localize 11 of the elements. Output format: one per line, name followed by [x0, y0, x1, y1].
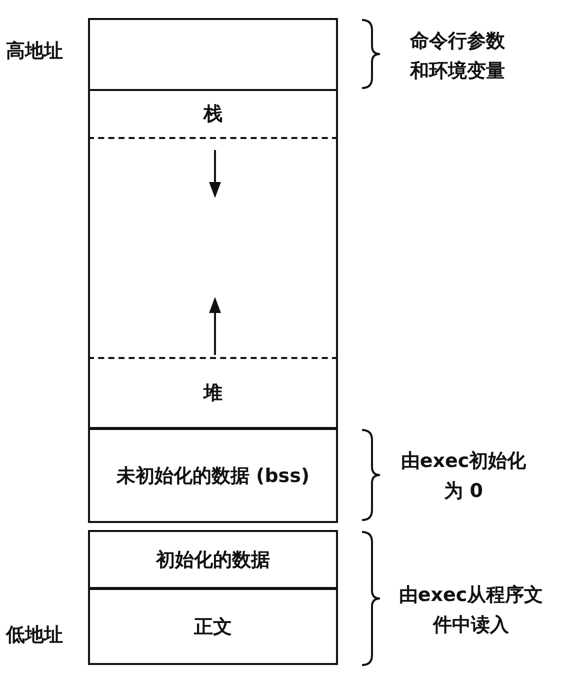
memory-segment-box: 未初始化的数据 (bss)	[88, 428, 338, 523]
memory-segment-box: 正文	[88, 588, 338, 665]
memory-segment-box	[88, 18, 338, 91]
brace-note: 由exec初始化为 0	[400, 449, 528, 504]
brace-note: 由exec从程序文件中读入	[398, 583, 544, 638]
memory-segment-box: 初始化的数据	[88, 530, 338, 589]
brace-note: 命令行参数和环境变量	[410, 29, 506, 84]
memory-segment-box: 栈	[88, 89, 338, 139]
memory-segment-box: 堆	[88, 357, 338, 429]
address-label: 高地址	[6, 39, 64, 64]
address-label: 低地址	[6, 623, 64, 648]
